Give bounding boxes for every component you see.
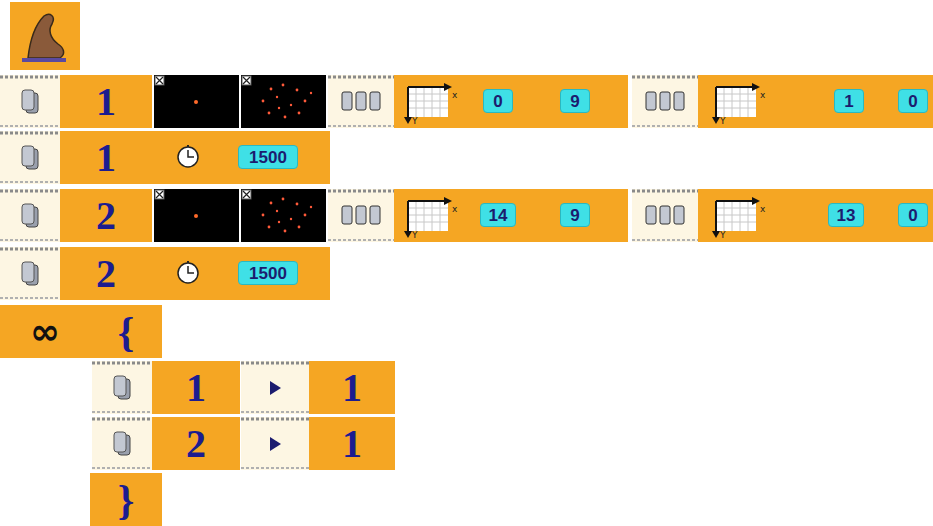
number-tile: 1	[152, 361, 240, 414]
value-badge: 0	[483, 89, 513, 113]
number-tile: 1	[309, 361, 395, 414]
value-text: 1	[844, 93, 853, 110]
value-text: 1	[186, 368, 206, 408]
axis-y-label: Y	[412, 117, 418, 126]
axis-y-label: Y	[412, 231, 418, 240]
value-text: 1	[342, 424, 362, 464]
value-text: 13	[837, 207, 856, 224]
axis-x-label: x	[452, 91, 457, 100]
value-badge: 1500	[238, 261, 298, 285]
loop-tile: ∞	[0, 305, 90, 358]
value-badge: 9	[560, 89, 590, 113]
brace-tile: {	[90, 305, 162, 358]
number-tile: 1	[60, 75, 152, 128]
value-text: 14	[489, 207, 508, 224]
value-text: {	[118, 311, 135, 353]
value-badge: 1500	[238, 145, 298, 169]
value-text: 1500	[249, 265, 287, 282]
value-badge: 1	[834, 89, 864, 113]
number-tile: 1	[60, 131, 152, 184]
value-badge: 13	[828, 203, 864, 227]
value-text: ∞	[30, 314, 60, 350]
number-tile: 2	[152, 417, 240, 470]
value-badge: 0	[898, 89, 928, 113]
value-text: 2	[96, 196, 116, 236]
brace-tile: }	[90, 473, 162, 526]
value-text: 1	[342, 368, 362, 408]
value-badge: 9	[560, 203, 590, 227]
value-text: 2	[96, 254, 116, 294]
axis-y-label: Y	[720, 231, 726, 240]
value-text: 1500	[249, 149, 287, 166]
value-text: 0	[493, 93, 502, 110]
value-badge: 0	[898, 203, 928, 227]
value-text: 0	[908, 93, 917, 110]
value-text: 9	[570, 93, 579, 110]
value-text: 1	[96, 82, 116, 122]
axis-x-label: x	[760, 205, 765, 214]
value-text: 9	[570, 207, 579, 224]
value-text: }	[118, 479, 135, 521]
axis-x-label: x	[760, 91, 765, 100]
number-tile: 2	[60, 189, 152, 242]
value-badge: 14	[480, 203, 516, 227]
number-tile: 1	[309, 417, 395, 470]
axis-y-label: Y	[720, 117, 726, 126]
axis-x-label: x	[452, 205, 457, 214]
value-text: 2	[186, 424, 206, 464]
value-text: 1	[96, 138, 116, 178]
value-text: 0	[908, 207, 917, 224]
number-tile: 2	[60, 247, 152, 300]
